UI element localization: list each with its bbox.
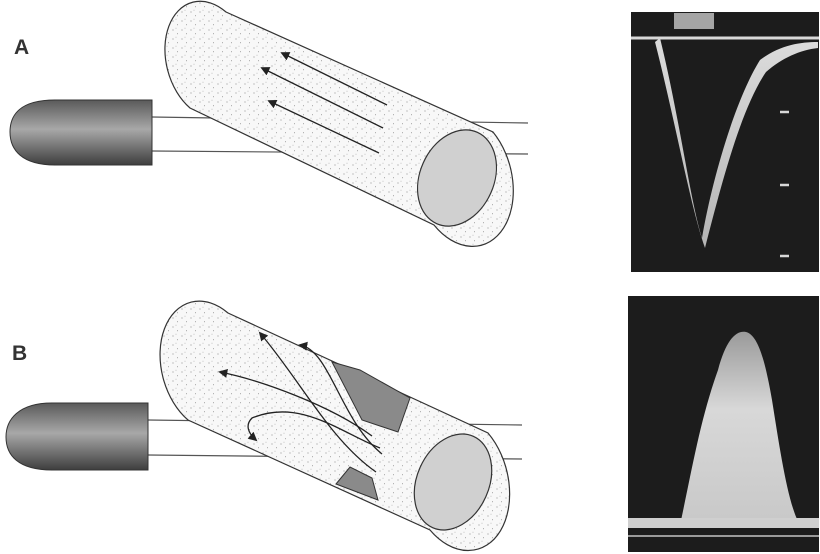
probe-a: [10, 100, 152, 165]
doppler-spectrogram-b: [628, 296, 819, 552]
panel-b: [6, 296, 819, 552]
vessel-a: [165, 1, 513, 246]
doppler-spectrogram-a: [631, 12, 819, 272]
probe-b: [6, 403, 148, 470]
panel-a: [10, 1, 819, 272]
